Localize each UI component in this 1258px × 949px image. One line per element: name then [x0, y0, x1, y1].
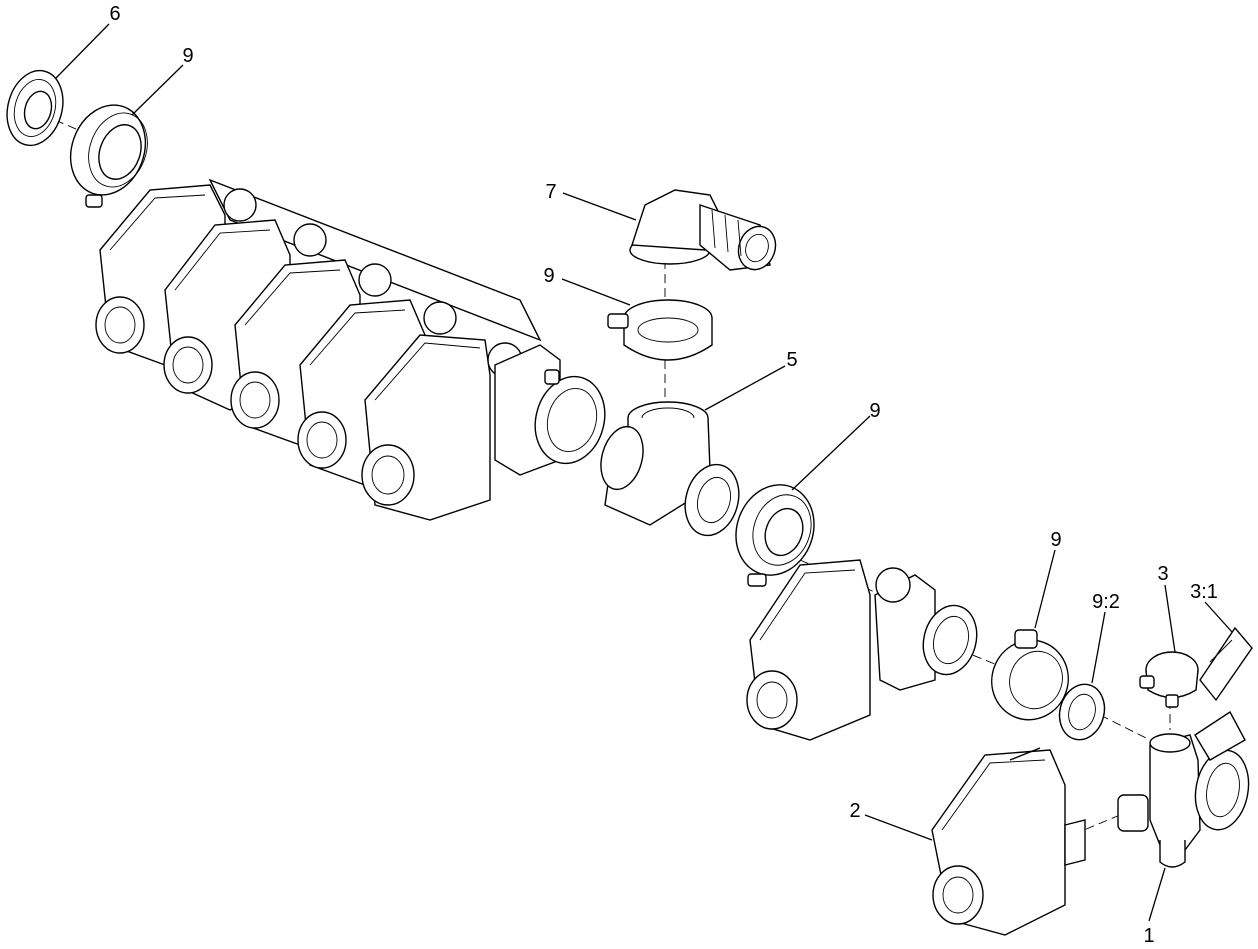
cross-body-part: [1117, 710, 1250, 868]
callout-1: 1: [1143, 925, 1154, 947]
callout-6: 6: [109, 3, 120, 25]
callout-9-center-top: 9: [543, 265, 554, 287]
callout-3-1: 3:1: [1190, 581, 1218, 603]
end-cap-part: [6, 69, 64, 147]
callout-9-top-left: 9: [182, 45, 193, 67]
callout-labels: 6 9 7 9 5 9 9 9:2 3 3:1 2 1: [109, 3, 1217, 947]
valve-body-flange: [494, 344, 606, 476]
clamp-part-center-right: [735, 484, 815, 587]
callout-2: 2: [849, 800, 860, 822]
tee-body-part: [600, 401, 740, 537]
gasket-part: [1058, 683, 1106, 741]
housing-part: [931, 747, 1086, 936]
callout-9-center-right: 9: [869, 400, 880, 422]
leader-lines: [55, 23, 1233, 922]
valve-bank-main: [95, 178, 606, 521]
cap-and-clip-part: [1139, 626, 1253, 708]
elbow-fitting-part: [629, 189, 777, 271]
callout-9-lower-right: 9: [1050, 529, 1061, 551]
clamp-part-lower-right: [991, 629, 1069, 721]
callout-5: 5: [786, 349, 797, 371]
callout-7: 7: [545, 181, 556, 203]
clamp-part-top-left: [69, 104, 148, 208]
valve-assembly-right: [746, 559, 978, 741]
clamp-part-center-top: [607, 299, 713, 361]
callout-3: 3: [1157, 563, 1168, 585]
callout-9-2: 9:2: [1092, 591, 1120, 613]
